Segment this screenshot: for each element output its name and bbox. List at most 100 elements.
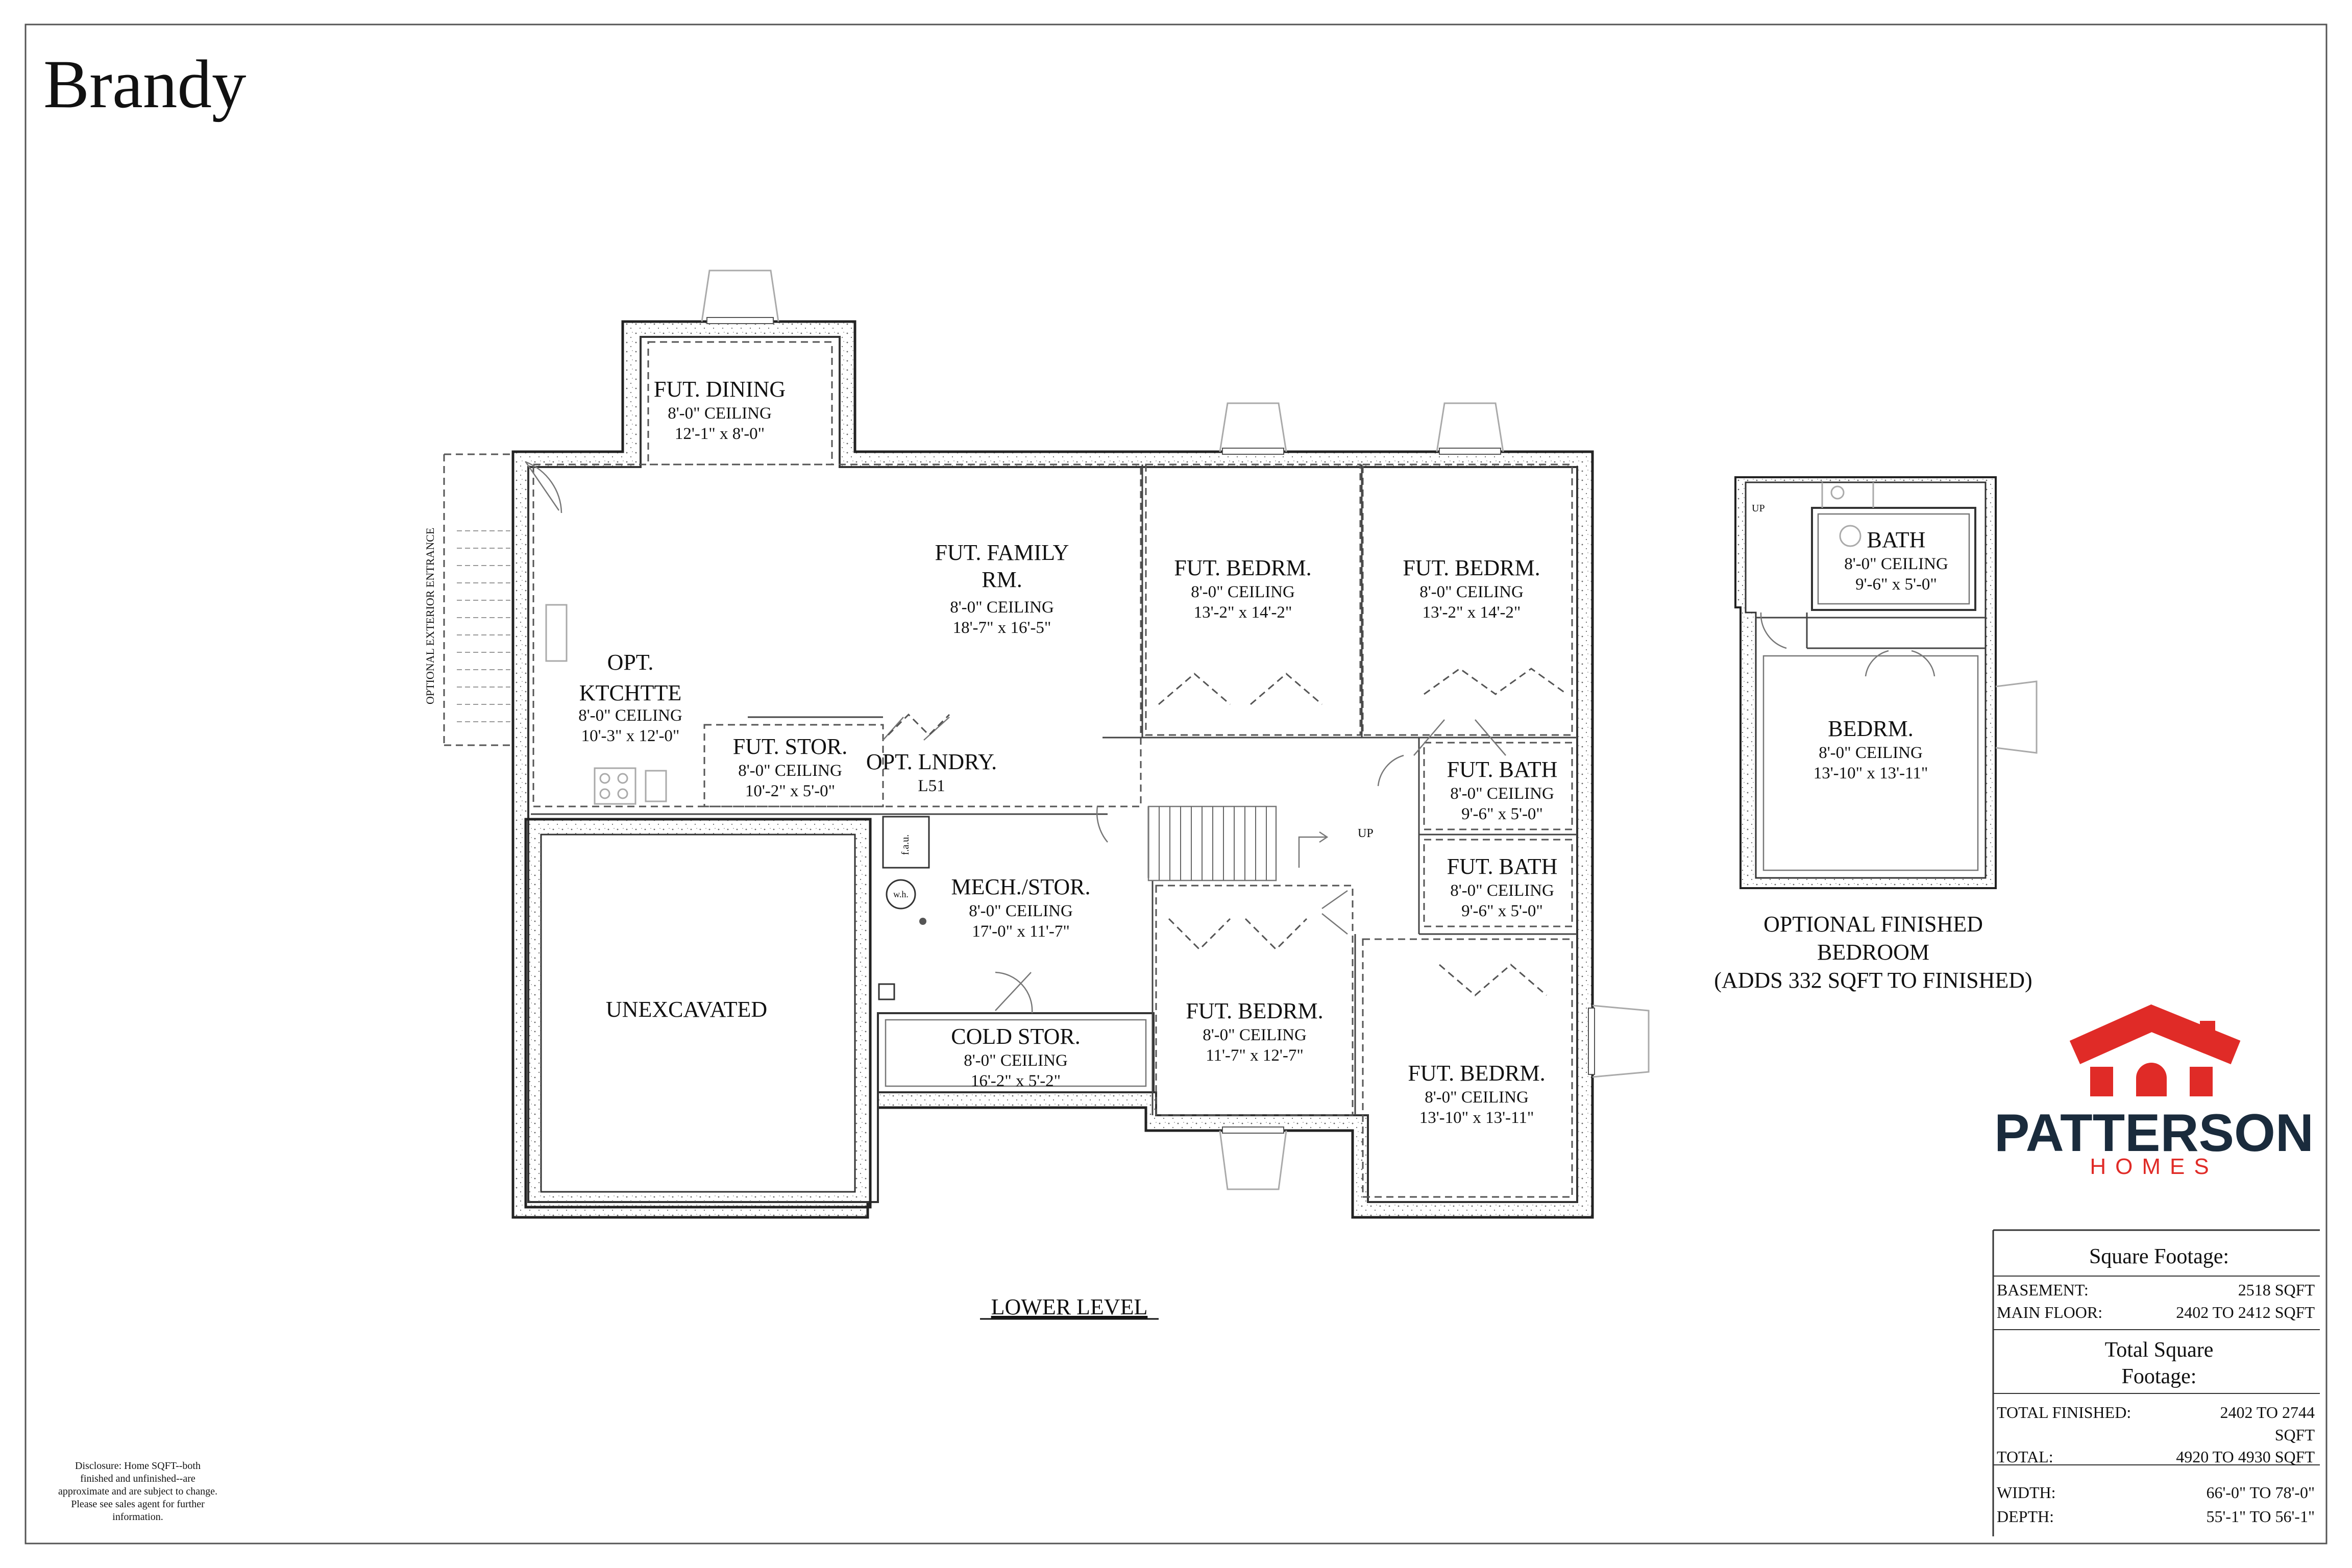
- room-name: OPT.: [607, 650, 654, 675]
- optional-room-name: BEDRM.: [1828, 716, 1913, 741]
- room-name: COLD STOR.: [951, 1024, 1080, 1049]
- footage-heading: Square Footage:: [2089, 1245, 2229, 1268]
- room-name: FUT. BEDRM.: [1403, 555, 1540, 580]
- window-wells: [701, 270, 1650, 1190]
- total-label: DEPTH:: [1997, 1507, 2054, 1526]
- bedroom-3-outline: [1155, 885, 1354, 1116]
- room-name-line2: RM.: [982, 567, 1022, 592]
- bath-2-outline: [1423, 839, 1573, 927]
- room-size: 9'-6" x 5'-0": [1461, 902, 1543, 920]
- patterson-homes-logo: PATTERSON HOMES: [1994, 1004, 2314, 1179]
- water-heater-icon: [886, 879, 916, 910]
- stair-up-label: UP: [1358, 827, 1374, 840]
- house-door-icon: [2136, 1063, 2167, 1096]
- optional-room-ceiling: 8'-0" CEILING: [1844, 555, 1948, 573]
- optional-caption-line3: (ADDS 332 SQFT TO FINISHED): [1714, 968, 2032, 993]
- total-label: TOTAL FINISHED:: [1997, 1403, 2131, 1422]
- optional-caption-line2: BEDROOM: [1817, 940, 1929, 965]
- room-name: FUT. BEDRM.: [1174, 555, 1311, 580]
- room-ceiling: 8'-0" CEILING: [578, 706, 682, 725]
- house-wall-left: [2090, 1067, 2113, 1096]
- plan-label: LOWER LEVEL: [991, 1294, 1148, 1319]
- room-ceiling: 8'-0" CEILING: [1450, 881, 1554, 900]
- room-name: UNEXCAVATED: [606, 997, 767, 1022]
- total-value-line2: SQFT: [2275, 1426, 2315, 1444]
- doors: [525, 461, 1506, 1014]
- plan-title: Brandy: [43, 46, 246, 122]
- total-value: 66'-0" TO 78'-0": [2207, 1483, 2315, 1502]
- room-ceiling: 8'-0" CEILING: [1203, 1026, 1307, 1044]
- optional-up-label: UP: [1752, 503, 1765, 514]
- room-size: 16'-2" x 5'-2": [971, 1072, 1061, 1090]
- floor-drain-icon: [919, 918, 926, 925]
- room-size: 10'-3" x 12'-0": [581, 727, 680, 745]
- water-heater-label: w.h.: [893, 889, 909, 899]
- total-label: WIDTH:: [1997, 1483, 2056, 1502]
- unexcavated-area: [540, 834, 856, 1193]
- furnace-label: f.a.u.: [900, 835, 911, 855]
- room-size: 11'-7" x 12'-7": [1206, 1046, 1304, 1065]
- room-ceiling: 8'-0" CEILING: [1450, 785, 1554, 803]
- room-name-line2: KTCHTTE: [579, 680, 681, 705]
- sheet-border: [24, 23, 2328, 1545]
- room-ceiling: 8'-0" CEILING: [668, 404, 772, 423]
- optional-room-name: BATH: [1867, 527, 1926, 552]
- optional-bedroom-plan: [1734, 476, 2038, 889]
- room-name: FUT. BATH: [1447, 854, 1558, 879]
- cold-storage-outline: [885, 1019, 1147, 1087]
- room-note: L51: [918, 777, 945, 795]
- total-value: 2402 TO 2744: [2220, 1403, 2315, 1422]
- footage-label: MAIN FLOOR:: [1997, 1303, 2102, 1321]
- room-name: FUT. BEDRM.: [1186, 998, 1323, 1023]
- furnace-icon: [882, 816, 930, 869]
- storage-outline: [703, 724, 884, 807]
- room-size: 9'-6" x 5'-0": [1461, 805, 1543, 823]
- total-value: 4920 TO 4930 SQFT: [2176, 1448, 2315, 1466]
- kitchenette-fixtures: [545, 604, 667, 805]
- footage-value: 2402 TO 2412 SQFT: [2176, 1303, 2315, 1321]
- room-ceiling: 8'-0" CEILING: [1419, 583, 1524, 601]
- optional-room-size: 13'-10" x 13'-11": [1814, 764, 1928, 782]
- disclosure-line: Disclosure: Home SQFT--both: [75, 1460, 201, 1472]
- cold-storage-wall: [877, 1012, 1155, 1093]
- room-size: 13'-10" x 13'-11": [1419, 1109, 1534, 1127]
- optional-room-ceiling: 8'-0" CEILING: [1819, 744, 1923, 762]
- closet-doors: [887, 668, 1567, 996]
- room-size: 13'-2" x 14'-2": [1194, 603, 1292, 622]
- room-size: 17'-0" x 11'-7": [972, 922, 1070, 941]
- family-outline: [532, 463, 1142, 807]
- total-heading-line2: Footage:: [2122, 1365, 2197, 1388]
- room-ceiling: 8'-0" CEILING: [969, 902, 1073, 920]
- room-ceiling: 8'-0" CEILING: [738, 762, 842, 780]
- room-size: 12'-1" x 8'-0": [675, 425, 765, 443]
- optional-caption-line1: OPTIONAL FINISHED: [1763, 912, 1983, 937]
- logo-line2: HOMES: [2090, 1154, 2218, 1179]
- room-name: MECH./STOR.: [951, 874, 1090, 899]
- room-ceiling: 8'-0" CEILING: [1425, 1088, 1529, 1107]
- bath-1-outline: [1423, 742, 1573, 830]
- total-label: TOTAL:: [1997, 1448, 2053, 1466]
- bedroom-2-outline: [1362, 463, 1573, 736]
- room-name: OPT. LNDRY.: [866, 749, 997, 774]
- footage-table: [1992, 1229, 2320, 1536]
- room-size: 13'-2" x 14'-2": [1423, 603, 1521, 622]
- bedroom-4-outline: [1362, 938, 1573, 1198]
- exterior-entrance-stair: [443, 453, 513, 746]
- room-name: FUT. BEDRM.: [1408, 1061, 1545, 1086]
- room-size: 18'-7" x 16'-5": [953, 619, 1051, 637]
- room-ceiling: 8'-0" CEILING: [950, 598, 1054, 617]
- disclosure: Disclosure: Home SQFT--both finished and…: [58, 1460, 217, 1523]
- logo-line1: PATTERSON: [1994, 1104, 2314, 1163]
- footage-label: BASEMENT:: [1997, 1281, 2089, 1299]
- total-heading-line1: Total Square: [2105, 1338, 2214, 1362]
- disclosure-line: information.: [112, 1511, 163, 1523]
- room-labels: FUT. DINING 8'-0" CEILING 12'-1" x 8'-0"…: [578, 377, 1557, 1127]
- stairs: [1147, 805, 1329, 881]
- room-name: FUT. STOR.: [733, 734, 848, 759]
- room-name: FUT. FAMILY: [935, 540, 1069, 565]
- disclosure-line: Please see sales agent for further: [71, 1499, 205, 1510]
- room-name: FUT. BATH: [1447, 757, 1558, 782]
- room-ceiling: 8'-0" CEILING: [1191, 583, 1295, 601]
- bedroom-1-outline: [1145, 463, 1361, 736]
